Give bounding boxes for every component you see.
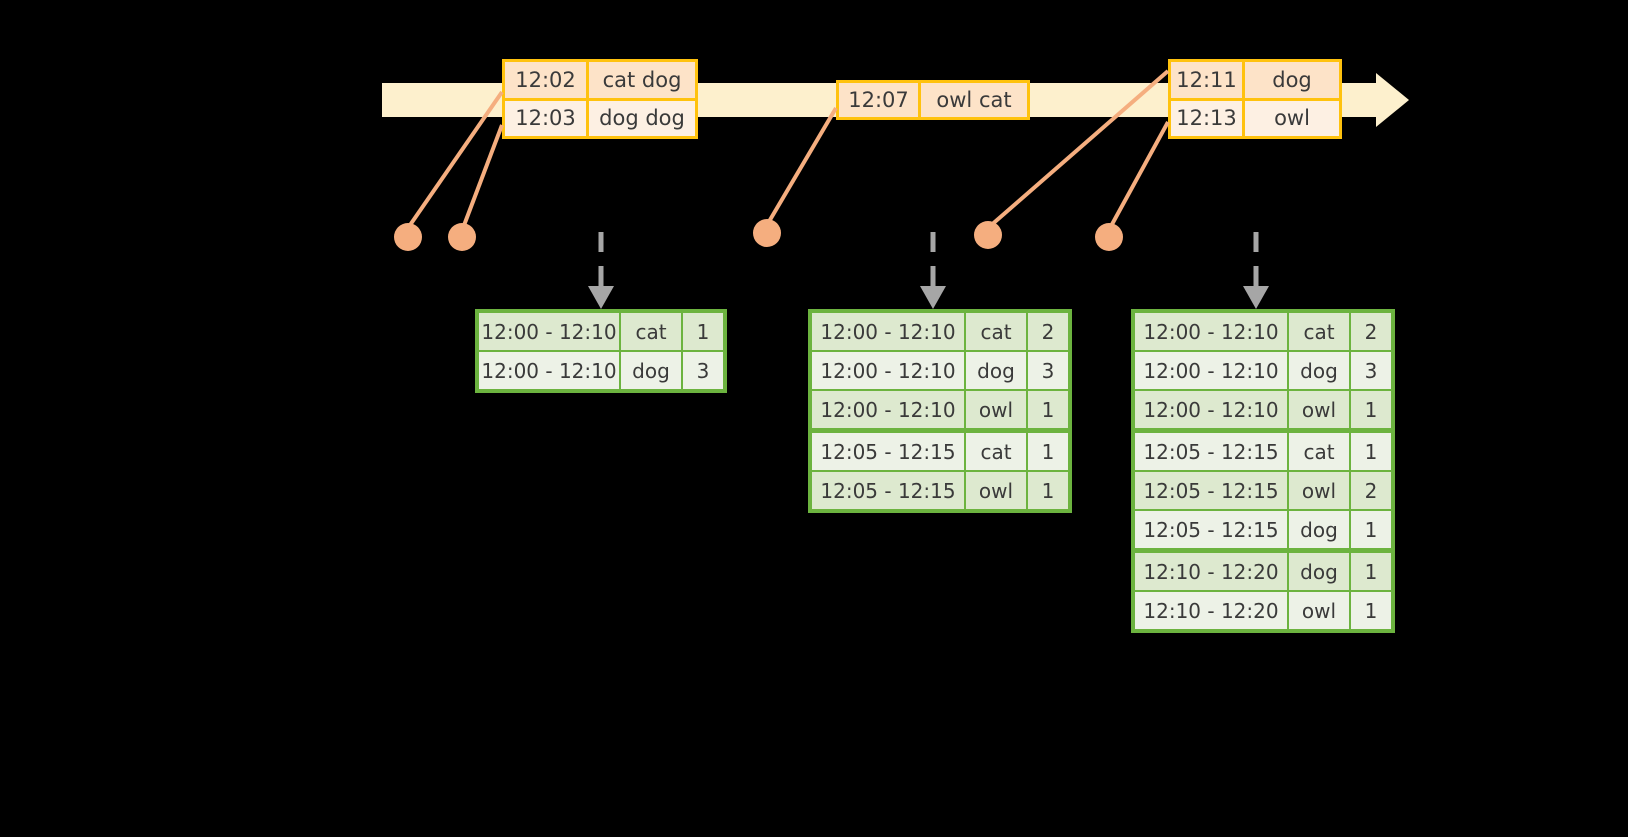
cell-count: 1: [1351, 433, 1391, 470]
event-time: 12:03: [505, 100, 589, 136]
event-time: 12:13: [1171, 100, 1245, 136]
event-row[interactable]: 12:13 owl: [1171, 97, 1339, 136]
cell-word: dog: [1289, 553, 1349, 590]
dashed-arrowhead-3: [1243, 286, 1269, 309]
cell-window: 12:05 - 12:15: [1135, 433, 1287, 470]
event-words: cat dog: [602, 67, 682, 92]
event-words: dog: [1272, 67, 1312, 92]
cell-window: 12:00 - 12:10: [1135, 352, 1287, 389]
event-group-1[interactable]: 12:02 cat dog 12:03 dog dog: [502, 59, 698, 139]
cell-word: cat: [621, 313, 681, 350]
event-words: owl cat: [936, 88, 1012, 112]
cell-word: dog: [1289, 511, 1349, 548]
dashed-arrowhead-1: [588, 286, 614, 309]
event-row[interactable]: 12:11 dog: [1171, 62, 1339, 98]
cell-count: 1: [1351, 592, 1391, 629]
cell-count: 1: [1351, 391, 1391, 428]
cell-word: cat: [966, 433, 1026, 470]
cell-word: cat: [966, 313, 1026, 350]
dashed-arrow-heads: [588, 286, 1269, 309]
cell-count: 1: [1351, 511, 1391, 548]
cell-count: 2: [1028, 313, 1068, 350]
cell-window: 12:05 - 12:15: [812, 472, 964, 509]
cell-window: 12:00 - 12:10: [1135, 391, 1287, 428]
event-group-2[interactable]: 12:07 owl cat: [836, 80, 1030, 120]
cell-count: 1: [1028, 472, 1068, 509]
connector-dot-2[interactable]: [448, 223, 476, 251]
cell-word: owl: [966, 391, 1026, 428]
connector-dot-3[interactable]: [753, 219, 781, 247]
cell-window: 12:00 - 12:10: [812, 352, 964, 389]
event-group-3[interactable]: 12:11 dog 12:13 owl: [1168, 59, 1342, 139]
cell-word: dog: [966, 352, 1026, 389]
connector-dot-1[interactable]: [394, 223, 422, 251]
cell-count: 1: [1028, 433, 1068, 470]
cell-word: owl: [1289, 391, 1349, 428]
cell-count: 1: [683, 313, 723, 350]
dashed-arrows: [598, 232, 1259, 286]
cell-word: owl: [1289, 472, 1349, 509]
cell-count: 1: [1028, 391, 1068, 428]
cell-count: 3: [683, 352, 723, 389]
event-words: dog dog: [599, 106, 685, 131]
cell-word: owl: [1289, 592, 1349, 629]
event-time: 12:11: [1171, 62, 1245, 98]
cell-window: 12:00 - 12:10: [812, 391, 964, 428]
cell-window: 12:05 - 12:15: [1135, 472, 1287, 509]
event-time: 12:07: [839, 83, 921, 117]
cell-word: dog: [621, 352, 681, 389]
cell-window: 12:00 - 12:10: [479, 352, 619, 389]
cell-window: 12:05 - 12:15: [812, 433, 964, 470]
cell-count: 3: [1028, 352, 1068, 389]
cell-count: 2: [1351, 313, 1391, 350]
cell-word: dog: [1289, 352, 1349, 389]
cell-word: cat: [1289, 433, 1349, 470]
cell-count: 1: [1351, 553, 1391, 590]
event-row[interactable]: 12:02 cat dog: [505, 62, 695, 98]
cell-word: owl: [966, 472, 1026, 509]
event-row[interactable]: 12:07 owl cat: [839, 83, 1027, 117]
cell-word: cat: [1289, 313, 1349, 350]
cell-window: 12:10 - 12:20: [1135, 592, 1287, 629]
connector-dot-4[interactable]: [974, 221, 1002, 249]
cell-window: 12:00 - 12:10: [812, 313, 964, 350]
connector-line-3: [765, 106, 838, 227]
cell-window: 12:00 - 12:10: [1135, 313, 1287, 350]
event-row[interactable]: 12:03 dog dog: [505, 97, 695, 136]
cell-count: 3: [1351, 352, 1391, 389]
connector-dot-5[interactable]: [1095, 223, 1123, 251]
dashed-arrowhead-2: [920, 286, 946, 309]
connector-line-2: [461, 124, 504, 229]
cell-window: 12:00 - 12:10: [479, 313, 619, 350]
cell-count: 2: [1351, 472, 1391, 509]
event-time: 12:02: [505, 62, 589, 98]
timeline-arrowhead-icon: [1376, 73, 1409, 127]
cell-window: 12:05 - 12:15: [1135, 511, 1287, 548]
cell-window: 12:10 - 12:20: [1135, 553, 1287, 590]
event-words: owl: [1274, 106, 1310, 131]
connector-line-5: [1108, 121, 1170, 229]
